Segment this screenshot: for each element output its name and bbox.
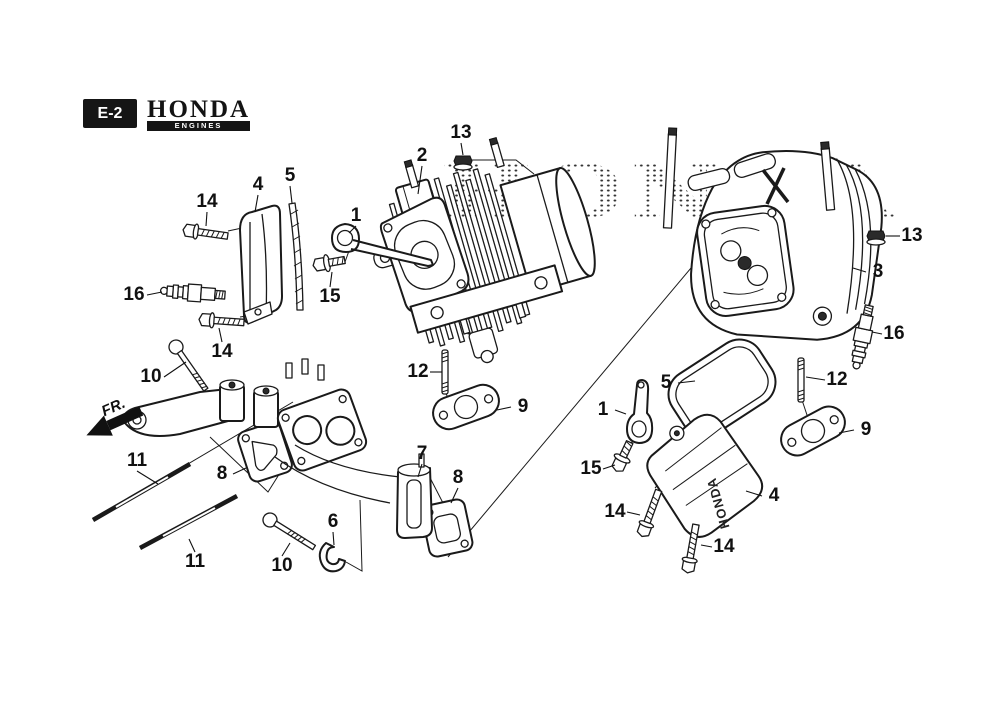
part-callout-15: 15 bbox=[319, 286, 341, 307]
callout-leader-8 bbox=[232, 467, 247, 475]
flange-bolt-14d bbox=[681, 523, 700, 574]
intake-pipe bbox=[396, 453, 433, 539]
callout-leader-1 bbox=[614, 409, 627, 415]
stud-right bbox=[797, 357, 805, 403]
part-callout-5: 5 bbox=[661, 372, 672, 393]
part-callout-8: 8 bbox=[453, 467, 464, 488]
callout-leader-11 bbox=[136, 470, 159, 485]
part-callout-16: 16 bbox=[883, 323, 904, 344]
callout-leader-9 bbox=[838, 429, 855, 434]
part-callout-1: 1 bbox=[351, 205, 362, 226]
part-callout-1: 1 bbox=[598, 399, 609, 420]
part-callout-14: 14 bbox=[713, 536, 735, 557]
fr-arrow: FR. bbox=[86, 395, 144, 436]
callout-leader-8 bbox=[450, 487, 459, 504]
callout-leader-14 bbox=[205, 211, 208, 227]
callout-leader-14 bbox=[218, 327, 223, 343]
rod-11a bbox=[91, 462, 192, 522]
page-code-badge: E-2 bbox=[83, 99, 137, 128]
spark-plug-right bbox=[851, 304, 874, 370]
clamp-6 bbox=[318, 542, 346, 573]
rod-11b bbox=[138, 494, 239, 550]
part-callout-11: 11 bbox=[127, 450, 148, 471]
head-cover-gasket bbox=[667, 338, 777, 438]
flange-bolt-15b bbox=[611, 440, 634, 472]
callout-leader-13 bbox=[460, 142, 464, 156]
callout-leader-15 bbox=[602, 464, 616, 470]
callout-leader-15 bbox=[329, 271, 333, 288]
shroud-plate-left bbox=[239, 204, 283, 325]
callout-leader-3 bbox=[852, 267, 867, 273]
callout-leader-10 bbox=[163, 361, 187, 378]
part-callout-4: 4 bbox=[769, 485, 780, 506]
part-callout-6: 6 bbox=[328, 511, 339, 532]
spark-plug-left bbox=[159, 283, 226, 303]
part-callout-12: 12 bbox=[407, 361, 428, 382]
brand-subtitle: ENGINES bbox=[147, 121, 251, 131]
brand-name: HONDA bbox=[147, 96, 251, 123]
long-bolt-10a bbox=[168, 339, 209, 392]
callout-leader-16 bbox=[871, 331, 883, 335]
part-callout-14: 14 bbox=[604, 501, 626, 522]
cylinder-barrel bbox=[373, 136, 596, 364]
part-callout-14: 14 bbox=[196, 191, 218, 212]
part-callout-15: 15 bbox=[580, 458, 602, 479]
head-pushrods bbox=[662, 127, 836, 229]
callout-leader-5 bbox=[677, 380, 696, 384]
part-callout-9: 9 bbox=[518, 396, 529, 417]
callout-leader-4 bbox=[254, 194, 259, 213]
callout-leader-4 bbox=[745, 490, 763, 497]
part-callout-8: 8 bbox=[217, 463, 228, 484]
part-callout-12: 12 bbox=[826, 369, 847, 390]
long-bolt-10b bbox=[262, 512, 317, 551]
carb-insulator-assembly bbox=[122, 358, 401, 504]
stud-left bbox=[441, 349, 449, 395]
manifold-gasket-right bbox=[420, 498, 474, 558]
callout-leader-14 bbox=[626, 511, 641, 516]
callout-leader-10 bbox=[281, 542, 291, 557]
flange-bolt-14b bbox=[198, 312, 245, 329]
header: E-2 HONDA ENGINES bbox=[83, 96, 251, 131]
part-callout-10: 10 bbox=[271, 555, 292, 576]
insulator-gasket-left bbox=[432, 383, 500, 431]
head-cover: HONDA bbox=[646, 413, 764, 538]
part-callout-13: 13 bbox=[901, 225, 922, 246]
part-callout-11: 11 bbox=[185, 551, 206, 572]
flange-bolt-14a bbox=[182, 223, 229, 240]
strip-5-left bbox=[288, 202, 304, 311]
bracket-left bbox=[331, 223, 434, 267]
callout-leader-14 bbox=[700, 544, 713, 548]
callout-leader-1 bbox=[348, 225, 357, 234]
flange-bolt-14c bbox=[636, 488, 663, 538]
flange-bolt-15a bbox=[312, 254, 346, 273]
brand-logo: HONDA ENGINES bbox=[147, 96, 251, 131]
callout-leader-16 bbox=[146, 291, 163, 296]
exhaust-gasket-right bbox=[780, 405, 846, 457]
bracket-right bbox=[626, 379, 654, 444]
flange-nut-right bbox=[866, 230, 886, 246]
part-callout-10: 10 bbox=[140, 366, 161, 387]
part-callout-14: 14 bbox=[211, 341, 233, 362]
part-callout-7: 7 bbox=[417, 443, 428, 464]
callout-leader-6 bbox=[332, 531, 335, 546]
callout-leader-2 bbox=[417, 165, 423, 195]
callout-leader-5 bbox=[289, 185, 293, 204]
part-callout-2: 2 bbox=[417, 145, 428, 166]
callout-leader-7 bbox=[417, 463, 423, 478]
part-callout-4: 4 bbox=[253, 174, 264, 195]
part-callout-16: 16 bbox=[123, 284, 144, 305]
flange-nut-left bbox=[453, 155, 473, 171]
part-callout-13: 13 bbox=[450, 122, 471, 143]
part-callout-9: 9 bbox=[861, 419, 872, 440]
part-callout-3: 3 bbox=[873, 261, 884, 282]
part-callout-5: 5 bbox=[285, 165, 296, 186]
callout-leader-11 bbox=[188, 538, 196, 553]
callout-leader-12 bbox=[805, 376, 826, 381]
callout-leader-9 bbox=[496, 406, 512, 411]
